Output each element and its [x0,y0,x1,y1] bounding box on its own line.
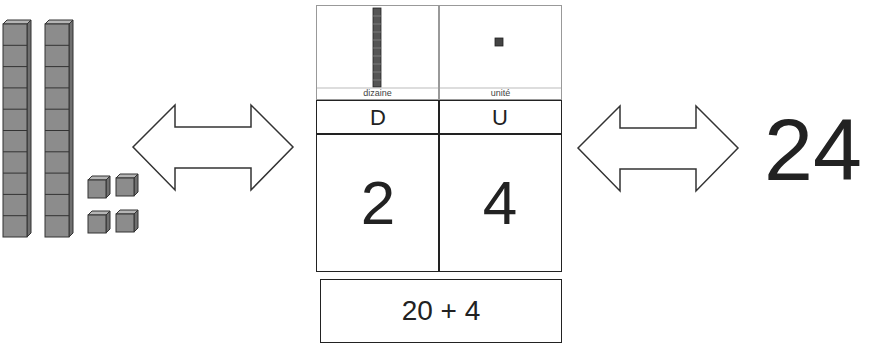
digit-cell: 2 [316,133,440,272]
unit-cube-icon [495,38,503,46]
decomposition-box: 20 + 4 [320,279,562,343]
cell-text: 20 + 4 [402,297,481,325]
digit-cell: 4 [438,133,562,272]
cell-text: 2 [361,172,395,234]
cell-text: dizaine [363,89,392,98]
place-value-cell: dizaine [316,5,439,100]
unit-cubes [88,174,138,233]
cell-text: 4 [483,172,517,234]
column-header: U [438,100,562,135]
column-header: D [316,100,440,135]
ten-rod-icon [373,8,381,87]
place-value-cell: unité [439,5,562,100]
number-label: 24 [764,106,862,194]
cell-text: U [492,107,508,129]
cell-text: D [370,107,386,129]
double-arrow [578,106,738,191]
double-arrow [133,105,293,190]
ten-rod [3,20,31,237]
cell-text: unité [491,89,511,98]
ten-rod [45,20,73,237]
